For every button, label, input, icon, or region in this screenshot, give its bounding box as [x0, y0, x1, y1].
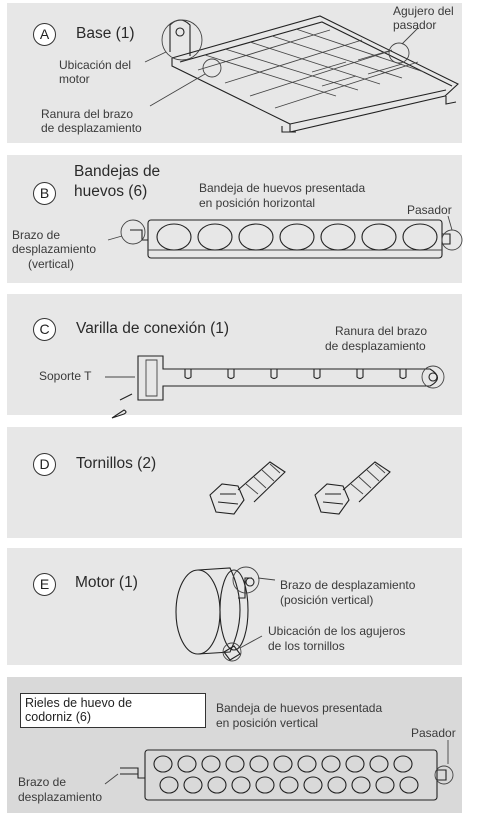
quail-rails-title-line2: codorniz (6)	[25, 710, 91, 725]
quail-egg-hole	[375, 776, 395, 794]
quail-rails-title-line1: Rieles de huevo de	[25, 696, 133, 710]
rod-slot-label-line2: de desplazamiento	[325, 339, 426, 353]
tray-arm-label-line1: Brazo de	[12, 228, 61, 242]
panel-egg-trays	[7, 155, 462, 283]
quail-shift-arm	[120, 767, 145, 779]
screw-1	[209, 461, 286, 515]
tray-shift-arm	[130, 229, 148, 241]
screws-title: Tornillos (2)	[76, 455, 157, 472]
quail-egg-hole	[399, 776, 419, 794]
motor-arm-label-line1: Brazo de desplazamiento	[280, 578, 416, 592]
quail-egg-hole	[297, 755, 317, 773]
motor-screw-tab	[223, 645, 241, 661]
quail-egg-hole	[369, 755, 389, 773]
panel-screws	[7, 427, 462, 538]
motor-holes-label-line2: de los tornillos	[268, 639, 345, 653]
quail-egg-hole	[183, 776, 203, 794]
quail-egg-hole	[225, 755, 245, 773]
section-letter-e: E	[33, 573, 56, 596]
tray-pin-label: Pasador	[407, 203, 452, 217]
quail-arm-label-line2: desplazamiento	[18, 790, 103, 804]
quail-egg-hole	[255, 776, 275, 794]
motor-holes-label-line1: Ubicación de los agujeros	[268, 624, 406, 638]
quail-egg-hole	[177, 755, 197, 773]
base-title: Base (1)	[76, 25, 135, 42]
quail-egg-hole	[303, 776, 323, 794]
t-bracket-label: Soporte T	[39, 369, 92, 383]
slot-label-line1: Ranura del brazo	[41, 107, 134, 121]
screw-2	[314, 461, 391, 515]
quail-egg-hole	[351, 776, 371, 794]
tray-orientation-note-line2: en posición horizontal	[199, 196, 316, 210]
connecting-rod-title: Varilla de conexión (1)	[76, 320, 230, 337]
motor-location-circle	[161, 19, 203, 61]
panel-connecting-rod	[7, 294, 462, 415]
t-bracket	[145, 359, 158, 397]
tray-arm-label-line2: desplazamiento	[12, 242, 97, 256]
section-letter-d: D	[33, 453, 56, 476]
motor-location-label-line2: motor	[59, 72, 90, 86]
egg-cups	[156, 223, 438, 251]
section-letter-a: A	[33, 23, 56, 46]
quail-egg-hole	[153, 755, 173, 773]
egg-trays-title-line1: Bandejas de	[74, 163, 161, 180]
pin-hole-circle	[388, 42, 410, 64]
panel-motor	[7, 548, 462, 665]
quail-egg-hole	[345, 755, 365, 773]
section-letter-b: B	[33, 182, 56, 205]
quail-egg-hole	[231, 776, 251, 794]
quail-orientation-note-line1: Bandeja de huevos presentada	[216, 701, 383, 715]
quail-orientation-note-line2: en posición vertical	[216, 716, 319, 730]
quail-egg-holes	[153, 755, 419, 794]
base-grid	[204, 28, 425, 97]
quail-egg-hole	[207, 776, 227, 794]
quail-egg-hole	[327, 776, 347, 794]
rod-slot	[428, 372, 438, 382]
egg-trays-title-line2: huevos (6)	[74, 183, 148, 200]
quail-egg-hole	[159, 776, 179, 794]
motor-arm-label-line2: (posición vertical)	[280, 593, 374, 607]
quail-egg-hole	[273, 755, 293, 773]
slot-circle	[202, 58, 222, 78]
quail-egg-hole	[321, 755, 341, 773]
quail-egg-hole	[393, 755, 413, 773]
section-letter-c: C	[33, 318, 56, 341]
motor-location-label-line1: Ubicación del	[59, 58, 132, 72]
quail-arm-label-line1: Brazo de	[18, 775, 67, 789]
tray-orientation-note-line1: Bandeja de huevos presentada	[199, 181, 366, 195]
tray-pin	[442, 233, 451, 245]
motor-mount-hole	[175, 27, 185, 37]
pin-hole-label-line1: Agujero del	[393, 4, 454, 18]
base-frame	[171, 15, 459, 133]
connecting-rod-body	[137, 355, 439, 401]
pin-hole-label-line2: pasador	[393, 18, 437, 32]
rod-notches	[184, 369, 407, 380]
quail-pin-label: Pasador	[411, 726, 456, 740]
tray-arm-label-line3: (vertical)	[28, 257, 75, 271]
rod-slot-label-line1: Ranura del brazo	[335, 324, 428, 338]
quail-egg-hole	[201, 755, 221, 773]
quail-egg-hole	[249, 755, 269, 773]
quail-egg-hole	[279, 776, 299, 794]
quail-pin	[437, 769, 447, 781]
quail-rail-body	[144, 749, 438, 801]
slot-label-line2: de desplazamiento	[41, 121, 142, 135]
motor-title: Motor (1)	[75, 574, 138, 591]
quail-rails-title-box: Rieles de huevo de codorniz (6)	[20, 693, 206, 728]
